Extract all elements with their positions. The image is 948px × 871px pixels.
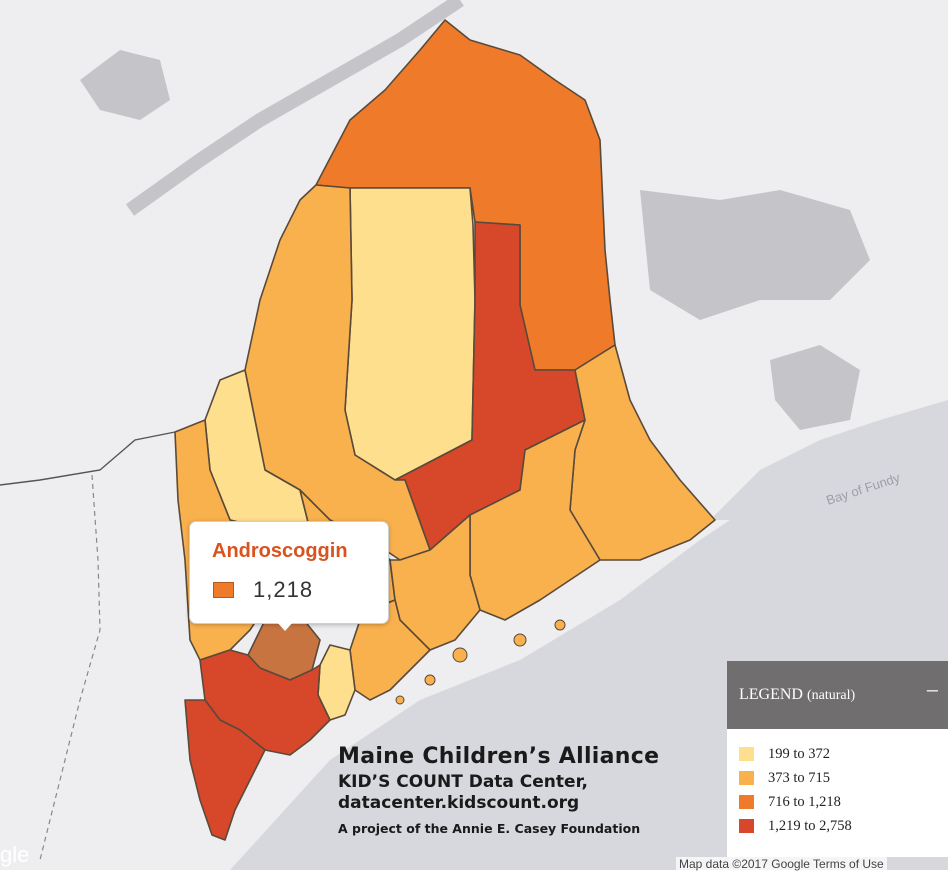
legend-header: LEGEND (natural) –: [727, 661, 948, 729]
legend-swatch: [739, 771, 754, 785]
st-lawrence-river: [125, 0, 464, 216]
legend-item: 199 to 372: [739, 742, 948, 766]
coastal-islands: [395, 619, 566, 705]
google-logo: gle: [0, 842, 30, 867]
legend-swatch: [739, 747, 754, 761]
lake-region-2: [80, 50, 170, 120]
legend-item: 1,219 to 2,758: [739, 814, 948, 838]
county-piscataquis[interactable]: [344, 187, 476, 481]
legend-swatch: [739, 819, 754, 833]
legend-collapse-button[interactable]: –: [926, 679, 938, 701]
legend-title: LEGEND (natural): [739, 686, 856, 703]
bay-of-fundy-water: [710, 400, 948, 520]
tooltip-pointer: [276, 621, 294, 631]
credit-block: Maine Children’s Alliance KID’S COUNT Da…: [338, 744, 659, 836]
credit-line-3[interactable]: datacenter.kidscount.org: [338, 793, 580, 813]
border-line: [0, 431, 176, 486]
county-tooltip: Androscoggin 1,218: [189, 521, 389, 631]
legend-list: 199 to 372 373 to 715 716 to 1,218 1,219 to…: [727, 729, 948, 838]
tooltip-value: 1,218: [253, 577, 314, 602]
legend-label: 373 to 715: [768, 769, 831, 786]
county-york[interactable]: [184, 699, 266, 841]
legend-label: 199 to 372: [768, 745, 831, 762]
state-border-dashed: [39, 474, 101, 861]
legend-item: 373 to 715: [739, 766, 948, 790]
credit-line-4: A project of the Annie E. Casey Foundati…: [338, 821, 641, 836]
lake-region: [640, 190, 870, 320]
map-attribution[interactable]: Map data ©2017 Google Terms of Use: [676, 857, 887, 871]
legend-label: 716 to 1,218: [768, 793, 841, 810]
credit-line-2: KID’S COUNT Data Center,: [338, 772, 588, 792]
legend-item: 716 to 1,218: [739, 790, 948, 814]
lake-region-3: [770, 345, 860, 430]
legend-swatch: [739, 795, 754, 809]
maine-counties: [174, 19, 716, 841]
tooltip-color-swatch: [213, 582, 234, 598]
credit-title: Maine Children’s Alliance: [338, 744, 660, 769]
legend-panel: LEGEND (natural) – 199 to 372 373 to 715 7…: [727, 661, 948, 857]
legend-label: 1,219 to 2,758: [768, 817, 852, 834]
tooltip-county-name: Androscoggin: [212, 540, 348, 562]
